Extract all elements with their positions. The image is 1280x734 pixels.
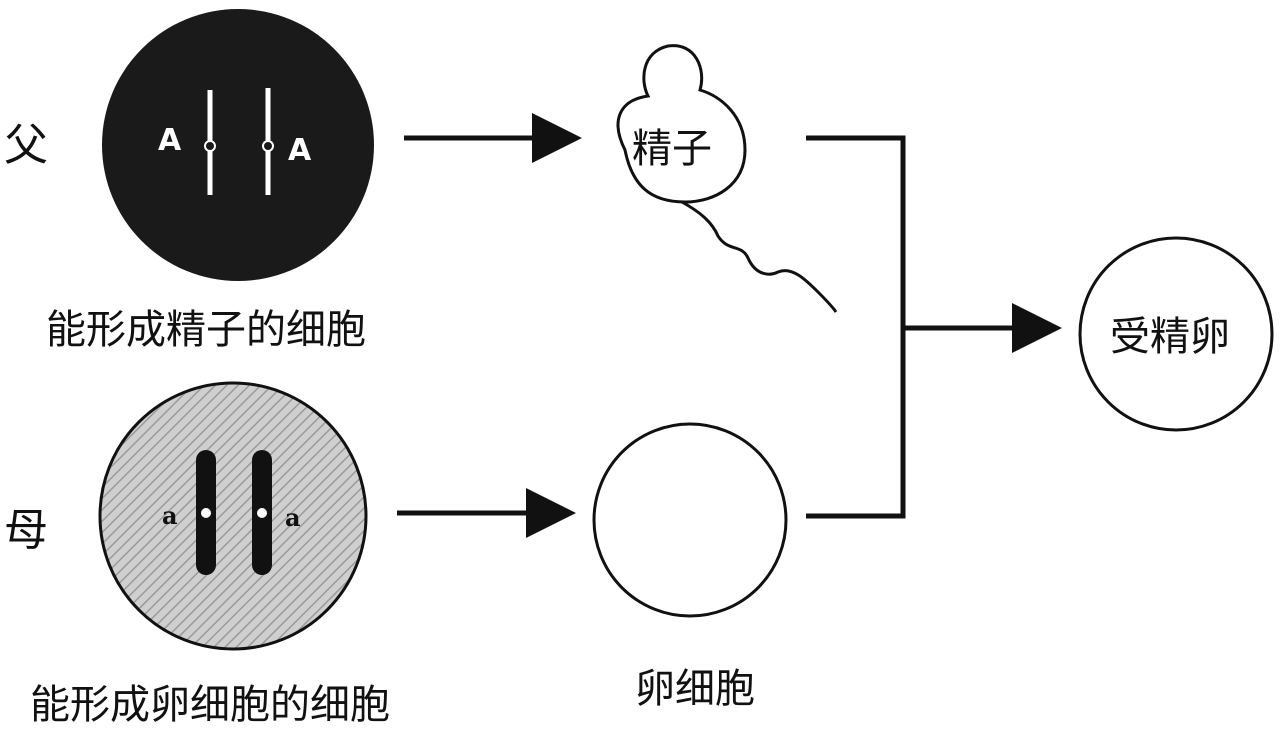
merge-bracket	[806, 135, 906, 519]
gene-label-father-left: A	[158, 123, 182, 158]
egg-cell	[592, 422, 788, 618]
centromere-right	[262, 140, 274, 152]
centromere-left	[204, 140, 216, 152]
egg-producing-cell-caption: 能形成卵细胞的细胞	[30, 682, 390, 728]
sperm-label: 精子	[632, 126, 712, 172]
gene-label-mother-left: a	[162, 501, 178, 530]
sperm-tail	[681, 200, 838, 313]
sperm-producing-cell: A A	[102, 9, 374, 281]
sperm: 精子	[616, 44, 838, 313]
centromere-left	[201, 508, 211, 518]
centromere-right	[257, 508, 267, 518]
egg-producing-cell-body	[98, 381, 368, 651]
father-label: 父	[4, 120, 48, 171]
gene-label-father-right: A	[288, 133, 312, 168]
zygote-label: 受精卵	[1110, 314, 1230, 360]
gene-label-mother-right: a	[285, 503, 301, 532]
zygote	[1078, 236, 1274, 432]
sperm-head	[616, 44, 747, 204]
egg-producing-cell: a a	[98, 381, 368, 651]
sperm-producing-cell-caption: 能形成精子的细胞	[46, 307, 366, 353]
mother-label: 母	[4, 505, 48, 556]
sperm-producing-cell-body	[102, 9, 374, 281]
egg-cell-caption: 卵细胞	[635, 666, 755, 712]
